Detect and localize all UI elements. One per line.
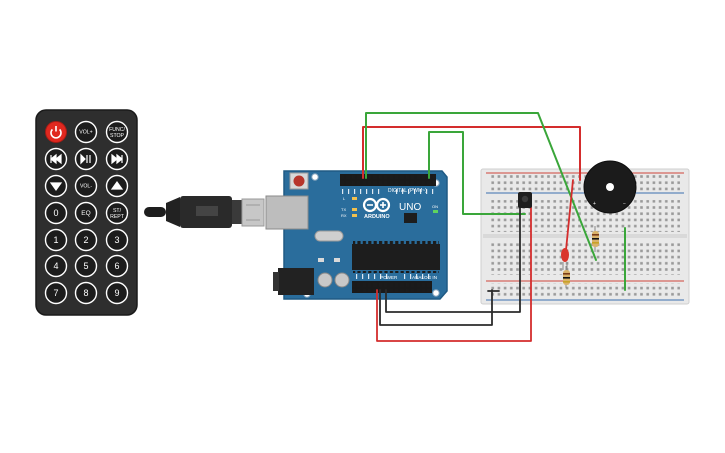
down-icon[interactable] xyxy=(44,174,68,198)
svg-text:0: 0 xyxy=(53,208,58,218)
remote-button-func-stop[interactable]: FUNC/STOP xyxy=(105,120,129,144)
svg-text:4: 4 xyxy=(53,261,58,271)
svg-text:FUNC/: FUNC/ xyxy=(109,127,125,133)
remote-button-8[interactable]: 8 xyxy=(74,281,98,305)
svg-text:7: 7 xyxy=(53,288,58,298)
usb-chip xyxy=(404,213,417,223)
svg-text:8: 8 xyxy=(83,288,88,298)
ir-receiver[interactable] xyxy=(518,192,532,208)
svg-text:3: 3 xyxy=(114,235,119,245)
svg-text:REPT: REPT xyxy=(110,214,125,220)
remote-button-6[interactable]: 6 xyxy=(105,254,129,278)
svg-text:L: L xyxy=(343,196,346,201)
remote-button-9[interactable]: 9 xyxy=(105,281,129,305)
l-led xyxy=(352,197,357,200)
barrel-jack xyxy=(278,268,314,295)
power-icon[interactable] xyxy=(45,121,67,143)
wires[interactable] xyxy=(362,112,626,342)
svg-text:RX: RX xyxy=(341,213,347,218)
wire-red-led xyxy=(565,179,574,251)
svg-text:−: − xyxy=(623,201,626,207)
next-icon[interactable] xyxy=(105,147,129,171)
svg-text:VOL+: VOL+ xyxy=(79,130,92,136)
power-label: POWER xyxy=(380,275,398,280)
red-led[interactable] xyxy=(561,248,569,270)
svg-text:5: 5 xyxy=(83,261,88,271)
capacitor-2 xyxy=(334,272,350,288)
tx-led xyxy=(352,208,357,211)
up-icon[interactable] xyxy=(105,174,129,198)
cable-strain-relief xyxy=(166,197,180,227)
wire-black-gnd1 xyxy=(379,289,493,326)
play-pause-icon[interactable] xyxy=(74,147,98,171)
usb-logo xyxy=(196,206,218,216)
capacitor-1 xyxy=(317,272,333,288)
remote-button-4[interactable]: 4 xyxy=(44,254,68,278)
analog-label: ANALOG IN xyxy=(412,275,437,280)
svg-text:STOP: STOP xyxy=(110,133,125,139)
remote-button-vol-[interactable]: VOL- xyxy=(74,174,98,198)
remote-button-eq[interactable]: EQ xyxy=(74,201,98,225)
cable-tail xyxy=(144,207,166,217)
svg-text:2: 2 xyxy=(83,235,88,245)
svg-text:ON: ON xyxy=(432,204,438,209)
svg-text:1: 1 xyxy=(53,235,58,245)
wire-green-long xyxy=(365,112,597,261)
piezo-buzzer[interactable]: + − xyxy=(583,160,637,214)
remote-button-5[interactable]: 5 xyxy=(74,254,98,278)
svg-text:ST/: ST/ xyxy=(113,208,122,214)
svg-text:+: + xyxy=(593,201,596,207)
wire-red-top xyxy=(362,126,581,181)
svg-text:TX: TX xyxy=(341,207,346,212)
arduino-brand: ARDUINO xyxy=(364,214,390,220)
remote-button-1[interactable]: 1 xyxy=(44,228,68,252)
wire-red-vcc xyxy=(376,204,532,342)
arduino-logo-icon xyxy=(362,197,391,213)
arduino-uno-board[interactable]: DIGITAL (PWM~) POWER ANALOG IN L TX RX O… xyxy=(265,170,448,300)
remote-button-7[interactable]: 7 xyxy=(44,281,68,305)
digital-label: DIGITAL (PWM~) xyxy=(388,188,427,194)
center-channel xyxy=(483,234,687,238)
on-led xyxy=(433,210,438,213)
pin-labels xyxy=(342,189,434,279)
wire-green-signal xyxy=(428,131,526,215)
uno-label: UNO xyxy=(399,202,421,213)
svg-text:EQ: EQ xyxy=(81,210,90,217)
remote-button-0[interactable]: 0 xyxy=(44,201,68,225)
svg-text:6: 6 xyxy=(114,261,119,271)
remote-button-3[interactable]: 3 xyxy=(105,228,129,252)
bottom-power-rail xyxy=(488,283,680,299)
crystal xyxy=(314,230,344,242)
svg-text:9: 9 xyxy=(114,288,119,298)
ir-remote[interactable]: VOL+ FUNC/STOP VOL- 0 EQ ST/REPT 1 2 3 4 5 6 7 8 9 xyxy=(35,109,138,316)
usb-connector xyxy=(241,198,265,227)
remote-button-st-rept[interactable]: ST/REPT xyxy=(105,201,129,225)
atmega-chip xyxy=(352,244,440,270)
svg-text:VOL-: VOL- xyxy=(80,184,92,190)
usb-cable xyxy=(144,196,265,228)
reset-button[interactable] xyxy=(293,175,305,187)
resistor-1[interactable] xyxy=(563,266,570,288)
remote-button-2[interactable]: 2 xyxy=(74,228,98,252)
prev-icon[interactable] xyxy=(44,147,68,171)
wire-black-gnd2 xyxy=(385,204,521,313)
remote-button-vol-[interactable]: VOL+ xyxy=(74,120,98,144)
usb-jack xyxy=(265,195,309,230)
rx-led xyxy=(352,214,357,217)
resistor-2[interactable] xyxy=(592,226,599,252)
terminal-strip-bottom xyxy=(488,242,680,275)
